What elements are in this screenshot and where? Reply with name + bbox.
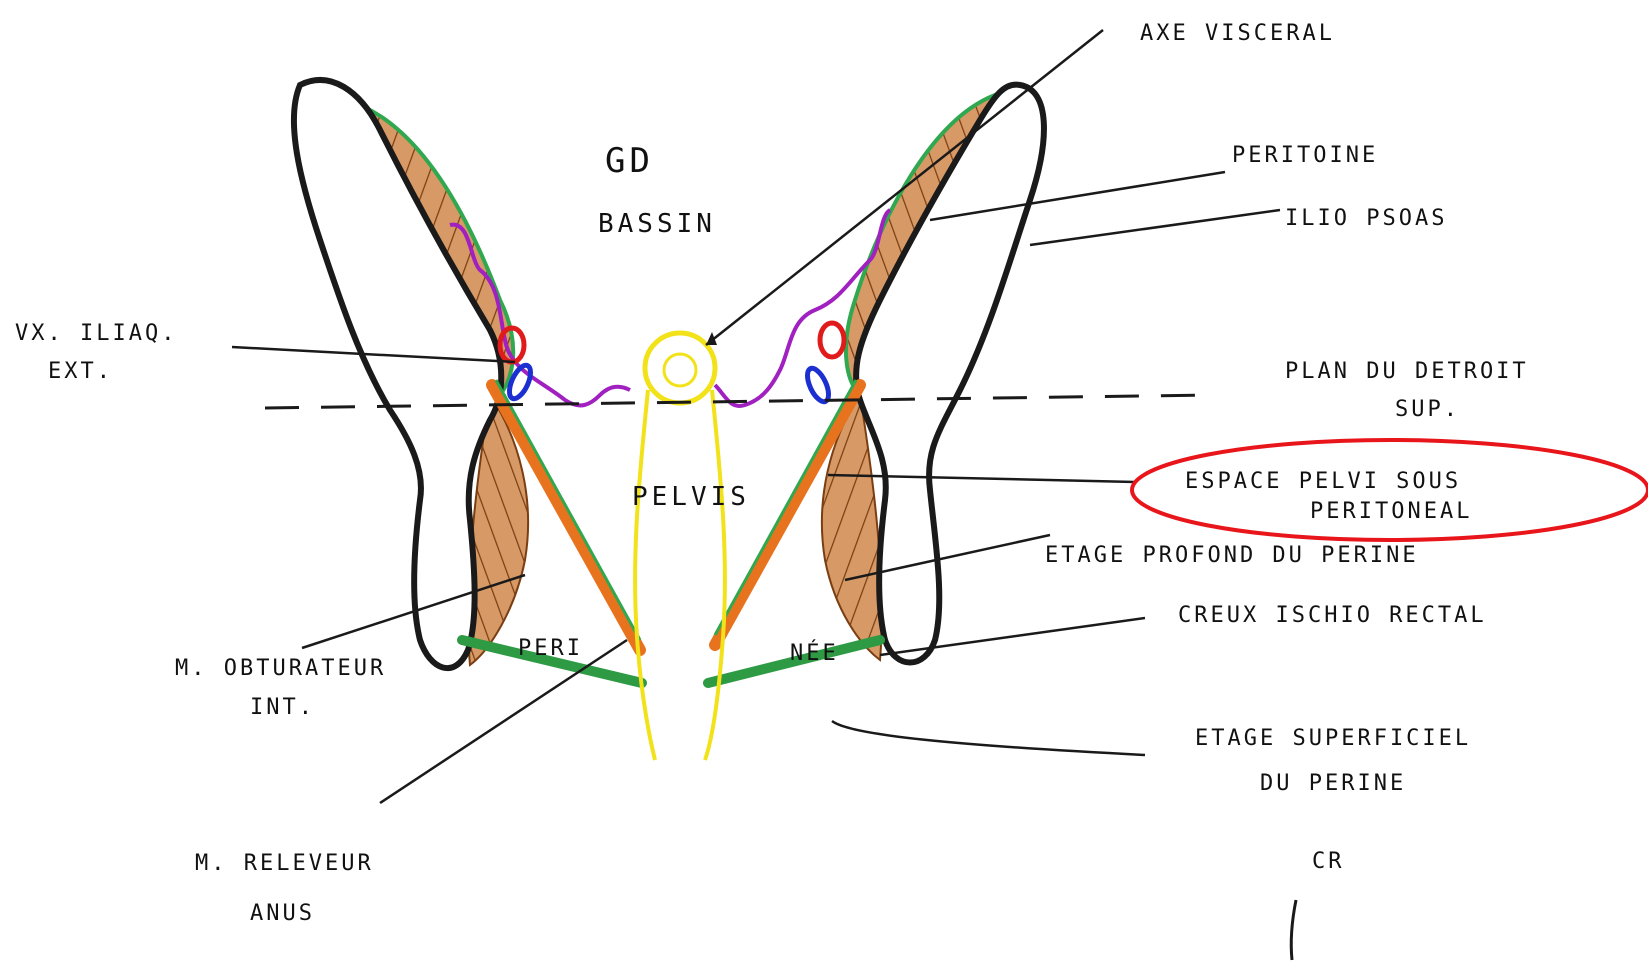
visceral-axis-inner-circle (664, 354, 696, 386)
visceral-axis-circle (645, 333, 715, 403)
label-releveur: M. RELEVEUR (195, 851, 374, 876)
left-hip-bone (294, 80, 501, 668)
label-ilio-psoas: ILIO PSOAS (1285, 206, 1447, 231)
label-peritoine: PERITOINE (1232, 143, 1378, 168)
label-bassin: BASSIN (598, 209, 716, 239)
label-espace-pelvi: ESPACE PELVI SOUS (1185, 469, 1461, 494)
label-vx-iliaq: VX. ILIAQ. (15, 321, 177, 346)
label-anus: ANUS (250, 901, 315, 926)
label-etage-superficiel: ETAGE SUPERFICIEL (1195, 726, 1471, 751)
label-gd: GD (605, 141, 654, 181)
right-external-iliac-vein (803, 365, 833, 404)
label-nee: NÉE (790, 640, 839, 666)
label-peritoneal: PERITONEAL (1310, 499, 1472, 524)
right-hip-bone (856, 85, 1044, 663)
label-pelvis: PELVIS (632, 482, 750, 512)
label-plan-detroit-sup: SUP. (1395, 397, 1460, 422)
author-initials: CR (1312, 849, 1345, 874)
label-obturateur-int: INT. (250, 695, 315, 720)
label-peri: PERI (518, 636, 583, 661)
label-plan-detroit: PLAN DU DETROIT (1285, 359, 1529, 384)
visceral-axis-tube (635, 390, 725, 760)
label-creux-ischio: CREUX ISCHIO RECTAL (1178, 603, 1487, 628)
signature-mark (1291, 900, 1296, 960)
label-obturateur: M. OBTURATEUR (175, 656, 386, 681)
right-external-iliac-artery (820, 323, 844, 357)
label-axe-visceral: AXE VISCERAL (1140, 21, 1335, 46)
label-du-perine: DU PERINE (1260, 771, 1406, 796)
label-etage-profond: ETAGE PROFOND DU PERINE (1045, 543, 1419, 568)
label-vx-iliaq-ext: EXT. (48, 359, 113, 384)
